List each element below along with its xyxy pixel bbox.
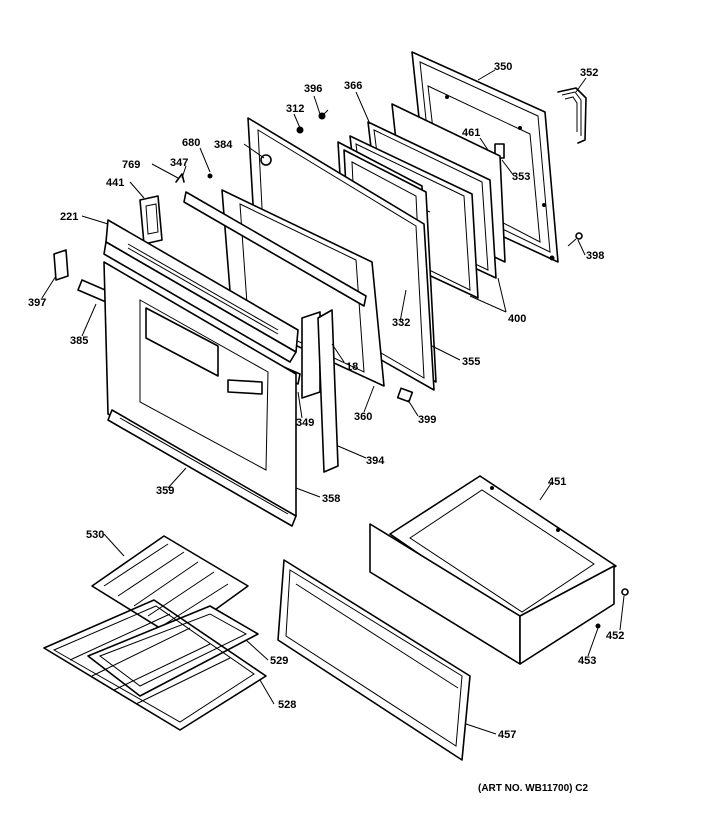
leader-lines [41, 69, 625, 735]
part-769-680-clips [175, 173, 213, 183]
art-number-credit: (ART NO. WB11700) C2 [478, 783, 588, 794]
part-312-396-screws [296, 109, 329, 134]
part-457-drawer-front [277, 559, 471, 761]
label-332: 332 [392, 317, 410, 329]
label-350: 350 [494, 61, 512, 73]
label-680: 680 [182, 137, 200, 149]
label-347: 347 [170, 157, 188, 169]
label-360: 360 [354, 411, 372, 423]
label-352: 352 [580, 67, 598, 79]
part-394-support-bar [317, 309, 339, 473]
label-452: 452 [606, 630, 624, 642]
label-441: 441 [106, 177, 124, 189]
label-528: 528 [278, 699, 296, 711]
label-312: 312 [286, 103, 304, 115]
label-349: 349 [296, 417, 314, 429]
label-355: 355 [462, 356, 480, 368]
label-359: 359 [156, 485, 174, 497]
label-18: 18 [346, 361, 358, 373]
label-353: 353 [512, 171, 530, 183]
part-labels: 350 352 396 366 312 461 353 680 384 347 … [28, 61, 624, 741]
label-453: 453 [578, 655, 596, 667]
part-352-gasket [557, 87, 587, 144]
label-358: 358 [322, 493, 340, 505]
label-457: 457 [498, 729, 516, 741]
label-530: 530 [86, 529, 104, 541]
part-358-outer-door [103, 261, 297, 517]
label-396: 396 [304, 83, 322, 95]
label-400: 400 [508, 313, 526, 325]
label-385: 385 [70, 335, 88, 347]
part-221-control-panel [103, 219, 299, 363]
label-384: 384 [214, 139, 233, 151]
part-399-block [396, 387, 414, 403]
label-461: 461 [462, 127, 480, 139]
label-529: 529 [270, 655, 288, 667]
label-769: 769 [122, 159, 140, 171]
label-394: 394 [366, 455, 385, 467]
part-398-screw [567, 232, 583, 247]
label-398: 398 [586, 250, 604, 262]
label-451: 451 [548, 476, 566, 488]
part-441-hinge-bracket [139, 195, 163, 245]
part-397-side-bracket [53, 249, 69, 281]
part-529-broil-pan [87, 605, 259, 697]
part-359-bottom-trim [107, 409, 297, 527]
part-347-trim-bar [183, 191, 367, 307]
part-528-oven-rack [43, 599, 267, 731]
label-366: 366 [344, 80, 362, 92]
part-451-drawer-body [369, 475, 617, 665]
label-399: 399 [418, 414, 436, 426]
label-397: 397 [28, 297, 46, 309]
label-221: 221 [60, 211, 78, 223]
